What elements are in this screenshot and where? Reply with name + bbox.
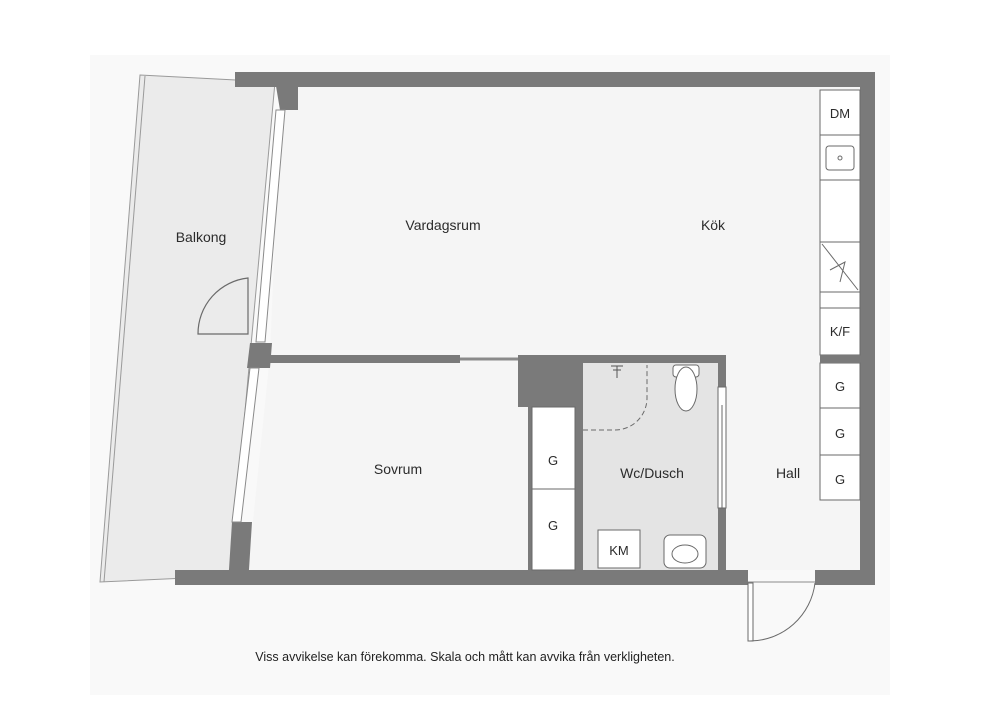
room-label-hall: Hall [776, 465, 800, 481]
hall-wardrobe-2 [819, 407, 861, 456]
fridge-label: K/F [830, 324, 850, 339]
room-label-balcony: Balkong [176, 229, 227, 245]
wall-bath-right [718, 355, 726, 387]
washer-box [597, 529, 641, 569]
counter-low [819, 291, 861, 309]
toilet-bowl-icon [674, 366, 698, 412]
wall-pillar-bottom [228, 522, 252, 585]
window-lower [231, 367, 260, 523]
wall-bath-right-low [718, 508, 726, 570]
bedroom-closets [531, 406, 576, 571]
room-label-living: Vardagsrum [405, 217, 480, 233]
shower-screen [583, 365, 648, 431]
entrance-door-swing [749, 582, 816, 642]
basin-bowl-icon [671, 544, 699, 564]
walls [175, 72, 875, 585]
bedroom-wardrobe-label-1: G [548, 453, 558, 468]
balcony-door-swing [197, 277, 249, 335]
dishwasher-box [819, 89, 861, 136]
bedroom-wardrobe-1 [531, 406, 576, 490]
balcony-rail [103, 75, 146, 583]
shower-head-icon [611, 365, 623, 378]
dishwasher-label: DM [830, 106, 850, 121]
hall-wardrobe-label-1: G [835, 379, 845, 394]
sink-icon [825, 145, 855, 171]
disclaimer-text: Viss avvikelse kan förekomma. Skala och … [255, 650, 675, 664]
counter [819, 179, 861, 243]
kitchen-separator [820, 355, 860, 363]
wall-block [518, 355, 583, 407]
stove-icon [821, 243, 859, 291]
hall-wardrobe-label-2: G [835, 426, 845, 441]
window-upper [255, 109, 286, 343]
fridge-box [819, 307, 861, 356]
wall-pillar-mid [247, 343, 272, 368]
bath-fixtures [597, 364, 707, 569]
wall-bath-left [575, 355, 583, 570]
wall-closet [528, 405, 532, 570]
room-label-kitchen: Kök [701, 217, 726, 233]
room-label-bathroom: Wc/Dusch [620, 465, 684, 481]
wall-bedroom-top [270, 355, 460, 363]
sink-drain-icon [837, 155, 843, 161]
windows [231, 109, 286, 523]
wall-corner-top [275, 80, 298, 110]
bedroom-wardrobe-label-2: G [548, 518, 558, 533]
wall-bottom-left [175, 570, 748, 585]
entrance-door-leaf [747, 582, 754, 642]
hall-wardrobe-label-3: G [835, 472, 845, 487]
wall-right [860, 72, 875, 585]
washing-machine-label: KM [609, 543, 629, 558]
wall-top [235, 72, 875, 87]
room-label-bedroom: Sovrum [374, 461, 422, 477]
wall-bath-top [518, 355, 726, 363]
bedroom-wardrobe-2 [531, 488, 576, 571]
wall-bottom-right [815, 570, 875, 585]
hall-wardrobe-3 [819, 454, 861, 501]
